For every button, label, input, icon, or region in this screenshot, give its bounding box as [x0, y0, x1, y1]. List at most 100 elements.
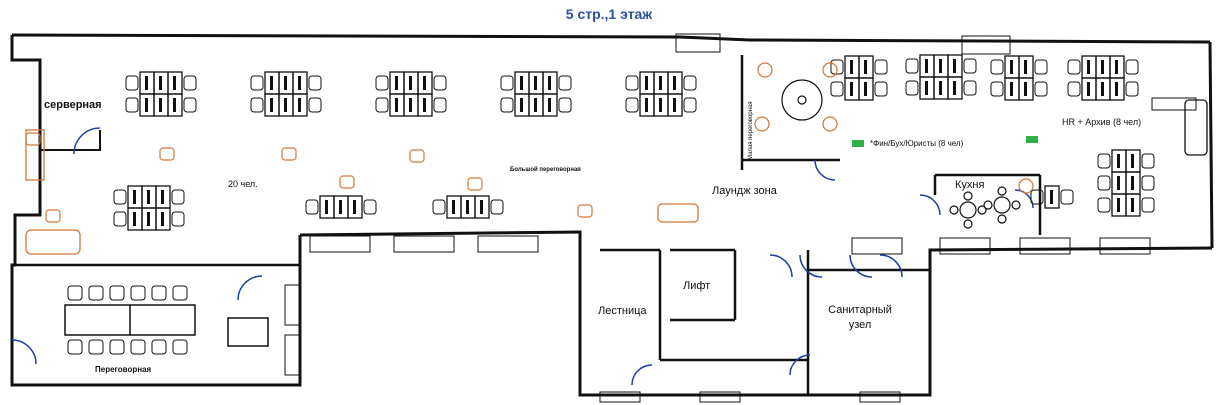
desk: [1044, 185, 1060, 209]
label-open-space: 20 чел.: [228, 179, 258, 189]
monitor: [673, 98, 676, 112]
desk: [1109, 77, 1125, 101]
chair: [1034, 59, 1048, 75]
monitor: [534, 76, 537, 90]
chair: [490, 199, 504, 215]
monitor: [298, 76, 301, 90]
monitor: [864, 82, 867, 96]
chair: [1097, 175, 1111, 191]
monitor: [645, 76, 648, 90]
monitor: [423, 98, 426, 112]
lounge-furniture: [25, 129, 699, 255]
desk: [167, 93, 183, 117]
chair: [990, 59, 1004, 75]
chair: [963, 58, 977, 74]
monitor: [939, 59, 942, 73]
chair: [305, 199, 319, 215]
monitor: [1117, 154, 1120, 168]
green-markers: [852, 136, 1038, 147]
chair: [113, 211, 127, 227]
accent-chair: [281, 147, 297, 161]
outer-walls: [10, 33, 1214, 397]
desk-clusters: [127, 54, 1141, 231]
chair: [1141, 175, 1155, 191]
monitor: [659, 76, 662, 90]
monitor: [147, 212, 150, 226]
monitor: [1010, 60, 1013, 74]
monitor: [145, 76, 148, 90]
chair: [1097, 153, 1111, 169]
monitor: [270, 98, 273, 112]
chair: [990, 81, 1004, 97]
monitor: [452, 200, 455, 214]
monitor: [953, 81, 956, 95]
chair: [625, 97, 639, 113]
hr-sofa: [1184, 99, 1208, 156]
chair: [963, 80, 977, 96]
chair: [500, 75, 514, 91]
chair: [905, 58, 919, 74]
chair: [308, 97, 322, 113]
chair: [683, 97, 697, 113]
chair: [433, 97, 447, 113]
chair: [905, 80, 919, 96]
chair: [1141, 197, 1155, 213]
chair: [500, 97, 514, 113]
desk: [858, 77, 874, 101]
monitor: [1024, 82, 1027, 96]
desk: [1018, 77, 1034, 101]
chair: [308, 75, 322, 91]
chair: [125, 97, 139, 113]
chair: [183, 97, 197, 113]
monitor: [133, 190, 136, 204]
monitor: [480, 200, 483, 214]
monitor: [1117, 176, 1120, 190]
chair: [172, 285, 188, 301]
desk: [292, 93, 308, 117]
accent-chair: [822, 62, 838, 78]
monitor: [284, 98, 287, 112]
chair: [1034, 81, 1048, 97]
bottom-windows: [284, 235, 1151, 403]
monitor: [159, 98, 162, 112]
monitor: [284, 76, 287, 90]
label-stairs: Лестница: [598, 305, 647, 317]
top-windows: [675, 33, 1197, 111]
monitor: [850, 82, 853, 96]
chair: [1097, 197, 1111, 213]
chair: [130, 285, 146, 301]
accent-chair: [25, 132, 41, 146]
chair: [88, 285, 104, 301]
chair: [1125, 81, 1139, 97]
accent-chair: [467, 177, 483, 191]
desk: [542, 93, 558, 117]
monitor: [645, 98, 648, 112]
desk: [347, 195, 363, 219]
accent-chair: [159, 147, 175, 161]
chair: [67, 285, 83, 301]
monitor: [270, 76, 273, 90]
chair: [558, 75, 572, 91]
label-server: серверная: [44, 99, 102, 111]
monitor: [1131, 176, 1134, 190]
chair: [830, 59, 844, 75]
chair: [1125, 59, 1139, 75]
chair: [113, 189, 127, 205]
monitor: [1117, 198, 1120, 212]
monitor: [1131, 198, 1134, 212]
chair: [1067, 59, 1081, 75]
chair: [1060, 189, 1074, 205]
round-table: [781, 79, 823, 121]
chair: [874, 81, 888, 97]
monitor: [1087, 82, 1090, 96]
chair: [1141, 153, 1155, 169]
monitor: [395, 98, 398, 112]
chair: [683, 75, 697, 91]
monitor: [173, 98, 176, 112]
chair: [375, 75, 389, 91]
monitor: [133, 212, 136, 226]
label-lounge: Лаундж зона: [712, 185, 777, 197]
monitor: [953, 59, 956, 73]
monitor: [673, 76, 676, 90]
